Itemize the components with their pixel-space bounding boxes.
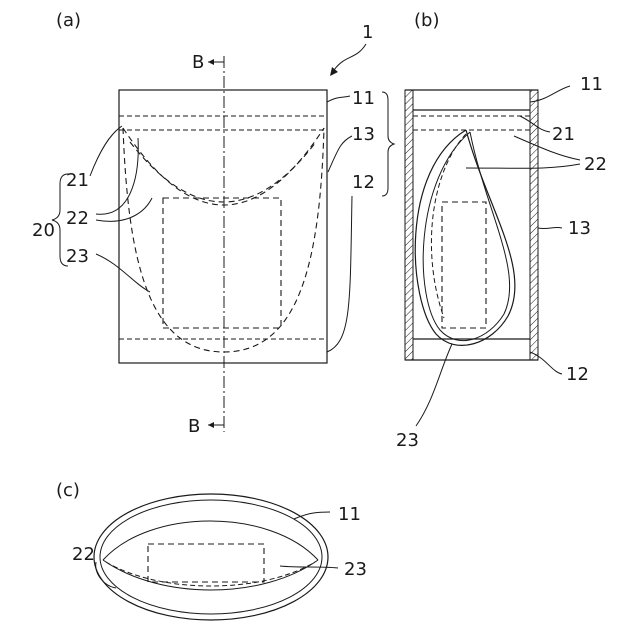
leader-13-b — [538, 227, 562, 228]
ref-11-a: 11 — [352, 88, 375, 109]
ref-13-b: 13 — [568, 218, 591, 239]
ref-11-b: 11 — [580, 74, 603, 95]
bag-outline — [119, 90, 327, 363]
panel-a: (a) B B 1 11 13 — [32, 10, 394, 437]
pouch-curve-inner — [130, 142, 316, 202]
rim-outer — [94, 494, 328, 620]
ref-13-a: 13 — [352, 124, 375, 145]
section-mark-top: B — [192, 52, 204, 73]
pouch-section-inner — [423, 132, 509, 341]
section-arrow-bottom-head — [208, 422, 214, 428]
rim-inner — [100, 500, 322, 614]
pouch-top-c — [103, 521, 318, 560]
leader-11-a — [327, 96, 350, 102]
ref-23-a: 23 — [66, 246, 89, 267]
leader-22-b-1 — [466, 164, 580, 168]
panel-label-b: (b) — [414, 10, 439, 31]
leader-1-arrowhead — [330, 67, 338, 76]
ref-11-c: 11 — [338, 504, 361, 525]
leader-12-a — [327, 196, 352, 352]
ref-21-a: 21 — [66, 170, 89, 191]
ref-22-b: 22 — [584, 154, 607, 175]
ref-21-b: 21 — [552, 124, 575, 145]
content-rect-c — [148, 544, 264, 582]
wall-left — [405, 90, 413, 360]
panel-c: (c) 11 22 23 — [56, 480, 367, 620]
leader-21-a — [90, 126, 122, 176]
panel-label-a: (a) — [56, 10, 81, 31]
panel-label-c: (c) — [56, 480, 80, 501]
ref-22-c: 22 — [72, 544, 95, 565]
ref-1: 1 — [362, 22, 373, 43]
ref-23-c: 23 — [344, 559, 367, 580]
section-arrow-top-head — [208, 59, 214, 65]
leader-23-b — [416, 344, 452, 426]
leader-22-a-2 — [96, 198, 152, 221]
pouch-dash-c — [106, 562, 315, 586]
ref-20: 20 — [32, 220, 55, 241]
ref-12-b: 12 — [566, 364, 589, 385]
leader-23-a — [96, 254, 150, 292]
section-mark-bottom: B — [188, 416, 200, 437]
pouch-dash-b — [431, 134, 466, 318]
ref-23-b: 23 — [396, 430, 419, 451]
content-rect — [163, 198, 281, 328]
panel-b: (b) 11 21 22 13 12 23 — [396, 10, 607, 451]
leader-13-a — [328, 136, 352, 172]
wall-right — [530, 90, 538, 360]
ref-22-a: 22 — [66, 208, 89, 229]
leader-1 — [334, 44, 366, 70]
ref-12-a: 12 — [352, 172, 375, 193]
brace-right-a — [382, 92, 394, 196]
content-rect-b — [442, 202, 486, 328]
